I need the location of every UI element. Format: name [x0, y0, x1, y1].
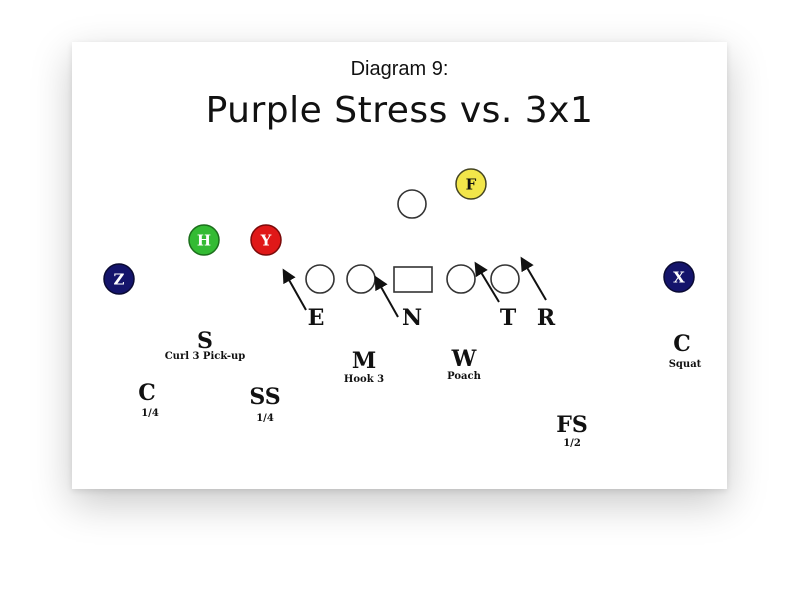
diagram-subtitle: Diagram 9: — [350, 58, 449, 80]
rush-stunt-arrow — [520, 256, 547, 301]
nose-stunt-arrow — [374, 275, 399, 318]
defender-r: R — [537, 305, 556, 331]
player-y: Y — [250, 224, 282, 256]
tackle-stunt-arrow — [474, 261, 500, 303]
defender-m-assignment: Hook 3 — [344, 374, 384, 385]
player-x-label: X — [673, 269, 685, 287]
offensive-lineman-left-guard — [346, 264, 376, 294]
defender-c-left-assignment: 1/4 — [141, 408, 159, 419]
defender-s: S — [197, 328, 213, 354]
player-f: F — [455, 168, 487, 200]
offensive-lineman-right-guard — [446, 264, 476, 294]
defender-c-right: C — [673, 331, 691, 357]
diagram-title: Purple Stress vs. 3x1 — [205, 90, 594, 131]
end-stunt-arrow — [282, 268, 307, 311]
player-y-label: Y — [260, 232, 272, 250]
defender-ss: SS — [249, 384, 280, 410]
defender-n: N — [402, 305, 422, 331]
play-diagram: Z H Y F X E N — [103, 168, 702, 449]
defender-ss-assignment: 1/4 — [256, 413, 274, 424]
offensive-lineman-left-tackle — [305, 264, 335, 294]
player-x: X — [663, 261, 695, 293]
offensive-lineman-right-tackle — [490, 264, 520, 294]
defender-c-right-assignment: Squat — [669, 359, 702, 370]
defender-fs: FS — [556, 412, 588, 438]
offensive-center — [393, 266, 433, 293]
defender-t: T — [500, 305, 517, 331]
defender-m: M — [352, 348, 376, 374]
defender-s-assignment: Curl 3 Pick-up — [165, 351, 246, 362]
defender-c-left: C — [138, 380, 156, 406]
player-z-label: Z — [114, 271, 125, 289]
defender-fs-assignment: 1/2 — [563, 438, 581, 449]
player-z: Z — [103, 263, 135, 295]
defender-w: W — [451, 346, 477, 372]
quarterback — [397, 189, 427, 219]
diagram-card: Diagram 9: Purple Stress vs. 3x1 Z — [72, 42, 727, 489]
player-h-label: H — [197, 232, 211, 250]
player-f-label: F — [466, 176, 477, 194]
player-h: H — [188, 224, 220, 256]
defender-e: E — [308, 305, 325, 331]
defender-w-assignment: Poach — [447, 371, 481, 382]
